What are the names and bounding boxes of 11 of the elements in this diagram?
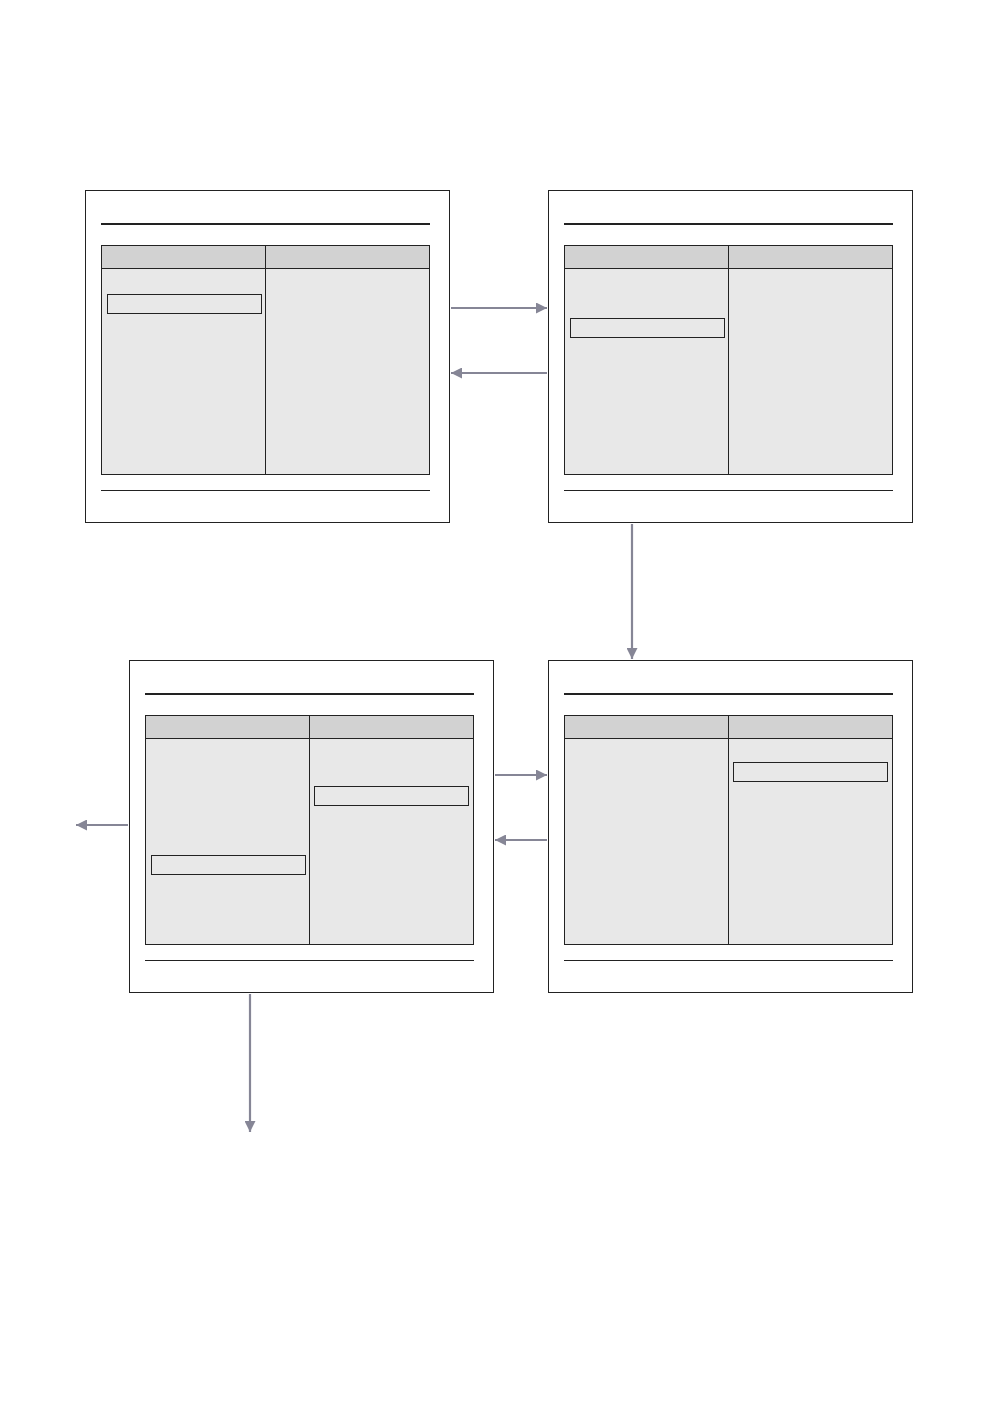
screen-mockup [85,190,450,523]
arrow [495,834,547,846]
arrow [626,524,638,659]
screen-mockup [548,190,913,523]
arrow [495,769,547,781]
arrow [76,819,128,831]
arrow [244,994,256,1132]
screen-mockup [129,660,494,993]
screen-mockup [548,660,913,993]
arrow [451,367,547,379]
arrow [451,302,547,314]
